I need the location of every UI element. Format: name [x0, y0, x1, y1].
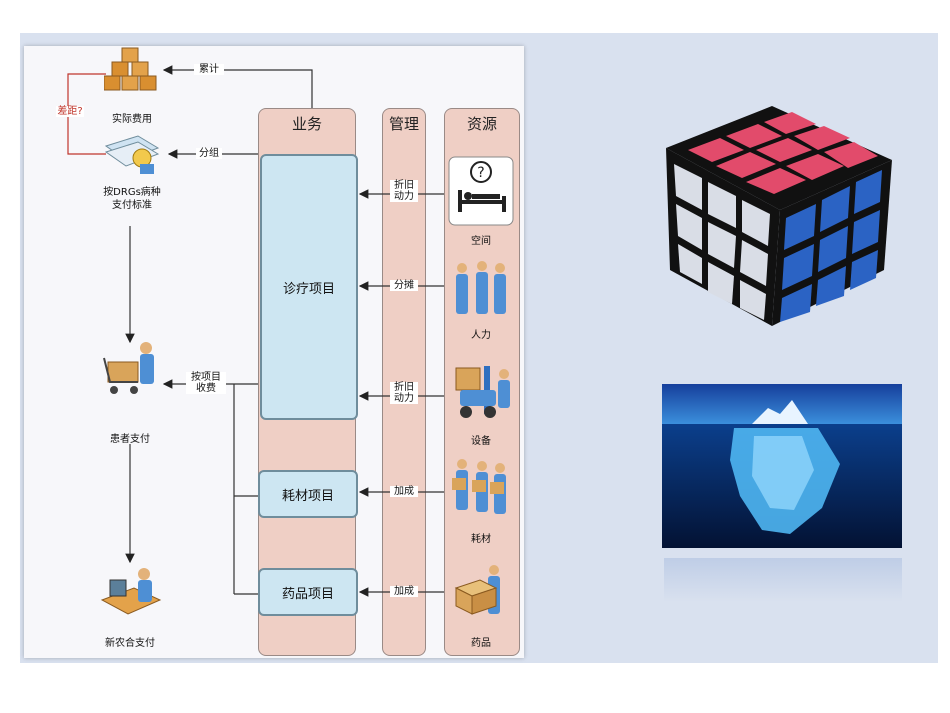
actual-cost-caption: 实际费用	[112, 114, 152, 125]
allocation-label: 分摊	[390, 280, 418, 291]
power-label-line2: 动力	[394, 191, 414, 202]
treatment-items-box: 诊疗项目	[260, 154, 358, 420]
drugs-icon	[454, 565, 500, 615]
item-charge-line2: 收费	[196, 383, 216, 394]
depreciation-power-label-1: 折旧 动力	[390, 180, 418, 202]
ncms-pay-caption: 新农合支付	[105, 638, 155, 649]
iceberg-reflection	[664, 558, 902, 602]
iceberg-image	[662, 384, 902, 548]
drg-diagram-panel: 业务 管理 资源	[24, 46, 524, 658]
drg-standard-caption: 按DRGs病种 支付标准	[86, 186, 178, 212]
patient-cart-icon	[103, 342, 154, 394]
item-charge-line1: 按项目	[191, 372, 221, 383]
consumables-items-box: 耗材项目	[258, 470, 358, 518]
space-icon: ?	[448, 156, 514, 226]
depreciation-label-line1-b: 折旧	[394, 382, 414, 393]
space-caption: 空间	[471, 236, 491, 247]
patient-pay-caption: 患者支付	[110, 434, 150, 445]
drg-standard-line1: 按DRGs病种	[103, 187, 161, 198]
equipment-caption: 设备	[471, 436, 491, 447]
business-column-title: 业务	[291, 115, 322, 133]
boxes-stack-icon	[104, 47, 157, 91]
drg-standard-line2: 支付标准	[112, 200, 152, 211]
svg-text:?: ?	[477, 165, 484, 181]
accumulate-label: 累计	[194, 64, 224, 75]
markup-label-1: 加成	[390, 486, 418, 497]
depreciation-power-label-2: 折旧 动力	[390, 382, 418, 404]
group-label: 分组	[196, 148, 222, 159]
resources-column-title: 资源	[466, 115, 497, 133]
power-label-line2-b: 动力	[394, 393, 414, 404]
rubiks-cube-image	[666, 106, 892, 326]
markup-label-2: 加成	[390, 586, 418, 597]
management-column-title: 管理	[388, 115, 419, 133]
manpower-caption: 人力	[471, 330, 491, 341]
consumables-icon	[452, 459, 506, 514]
drugs-items-box: 药品项目	[258, 568, 358, 616]
manpower-icon	[456, 261, 506, 314]
depreciation-label-line1: 折旧	[394, 180, 414, 191]
consumables-caption: 耗材	[471, 534, 491, 545]
difference-label: 差距?	[56, 106, 84, 117]
standard-documents-icon	[104, 135, 160, 174]
computer-desk-icon	[100, 568, 162, 615]
equipment-icon	[455, 366, 510, 418]
item-charge-label: 按项目 收费	[186, 372, 226, 394]
drugs-caption: 药品	[471, 638, 491, 649]
